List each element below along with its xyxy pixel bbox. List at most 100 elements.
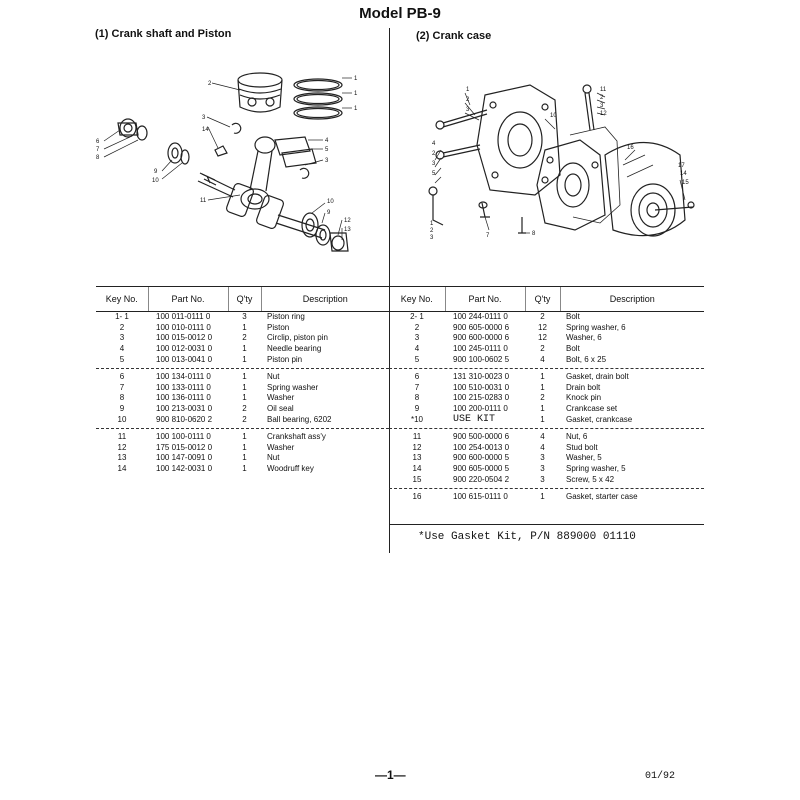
callout-left-2: 2 [208, 81, 212, 87]
left-bearing-stack-drawing [117, 118, 190, 165]
part-no-cell: 100 254-0013 0 [453, 442, 510, 452]
col-header-key-no: Key No. [96, 287, 149, 312]
qty-cell: 2 [242, 404, 247, 414]
key-no-cell: 6 [414, 372, 420, 382]
part-no-cell: 100 133-0111 0 [156, 382, 211, 392]
qty-cell: 1 [242, 354, 247, 364]
description-cell: Nut [267, 453, 280, 463]
right-bearing-stack-drawing [301, 212, 349, 252]
right-table-bottom-rule [389, 524, 704, 525]
col-header-key-no: Key No. [389, 287, 446, 312]
callout-left-9: 9 [154, 169, 158, 175]
description-cell: Nut [267, 372, 280, 382]
part-no-cell: 100 100-0111 0 [156, 432, 211, 442]
callout-right-16: 16 [627, 145, 634, 151]
description-cell: Washer [267, 393, 295, 403]
qty-cell: 1 [242, 464, 247, 474]
col-header-part-no: Part No. [445, 287, 526, 312]
callout-left-5: 5 [325, 147, 329, 153]
crankshaft-piston-drawing: 2 1 1 1 3 14 4 5 3 6 7 8 9 10 11 10 9 12… [96, 72, 358, 252]
table-header-row: Key No. Part No. Q'ty Description [96, 287, 389, 312]
col-header-qty: Q'ty [228, 287, 262, 312]
description-cell: Ball bearing, 6202 [267, 414, 332, 424]
callout-left-4: 4 [325, 138, 329, 144]
group-separator [96, 367, 389, 369]
qty-cell: 12 [538, 333, 547, 343]
description-cell: Needle bearing [267, 344, 322, 354]
callout-left-1b: 1 [354, 91, 358, 97]
part-no-cell: 900 600-0000 6 [453, 333, 510, 343]
description-cell: Bolt [566, 312, 580, 322]
qty-cell: 1 [242, 344, 247, 354]
callout-right-1: 1 [466, 87, 470, 93]
callout-left-9b: 9 [327, 210, 331, 216]
part-no-cell: 900 100-0602 5 [453, 354, 510, 364]
col-header-description: Description [560, 287, 704, 312]
group-separator [389, 487, 704, 489]
key-no-cell: 15 [412, 474, 422, 484]
crankcase-drawing: 1 2 3 4 2 3 5 10 11 2 3 12 16 17 14 15 1… [428, 84, 695, 241]
part-no-cell: 100 012-0031 0 [156, 344, 213, 354]
part-no-cell: 175 015-0012 0 [156, 442, 213, 452]
col-header-description: Description [261, 287, 389, 312]
revision-date: 01/92 [645, 771, 676, 782]
part-no-cell: 100 213-0031 0 [156, 404, 213, 414]
qty-cell: 4 [540, 442, 545, 452]
qty-cell: 1 [242, 382, 247, 392]
callout-right-4: 4 [432, 141, 436, 147]
key-no-cell: 14 [412, 464, 422, 474]
callout-left-7: 7 [96, 147, 100, 153]
key-no-cell: 5 [119, 354, 125, 364]
qty-cell: 2 [242, 414, 247, 424]
page-number: —1— [375, 768, 406, 782]
description-cell: Crankshaft ass'y [267, 432, 326, 442]
description-cell: Circlip, piston pin [267, 333, 328, 343]
qty-cell: 1 [540, 372, 545, 382]
callout-left-1a: 1 [354, 76, 358, 82]
key-no-cell: 4 [119, 344, 125, 354]
key-no-cell: 7 [414, 382, 420, 392]
callout-right-1b: 1 [430, 221, 434, 227]
crankshaft-drawing [197, 172, 326, 239]
piston-part-drawing [237, 72, 283, 113]
key-no-cell: 5 [414, 354, 420, 364]
description-cell: Drain bolt [566, 382, 601, 392]
starter-case-drawing [604, 141, 686, 237]
callout-right-5: 5 [432, 171, 436, 177]
key-no-cell: 13 [117, 453, 127, 463]
part-no-cell: 100 142-0031 0 [156, 464, 213, 474]
callout-right-2b: 2 [432, 151, 436, 157]
section-title-crankshaft: (1) Crank shaft and Piston [95, 28, 232, 40]
qty-cell: 4 [540, 354, 545, 364]
callout-right-8: 8 [532, 231, 536, 237]
description-cell: Piston ring [267, 312, 305, 322]
part-no-cell: 100 215-0283 0 [453, 393, 510, 403]
callout-left-6: 6 [96, 139, 100, 145]
crankcase-right-half-drawing [536, 139, 606, 231]
callout-left-10b: 10 [327, 199, 334, 205]
key-no-cell: 8 [119, 393, 125, 403]
part-no-cell: 100 245-0111 0 [453, 344, 508, 354]
table-header-row: Key No. Part No. Q'ty Description [389, 287, 704, 312]
callout-right-2c: 2 [600, 95, 604, 101]
key-no-cell: 12 [117, 442, 127, 452]
